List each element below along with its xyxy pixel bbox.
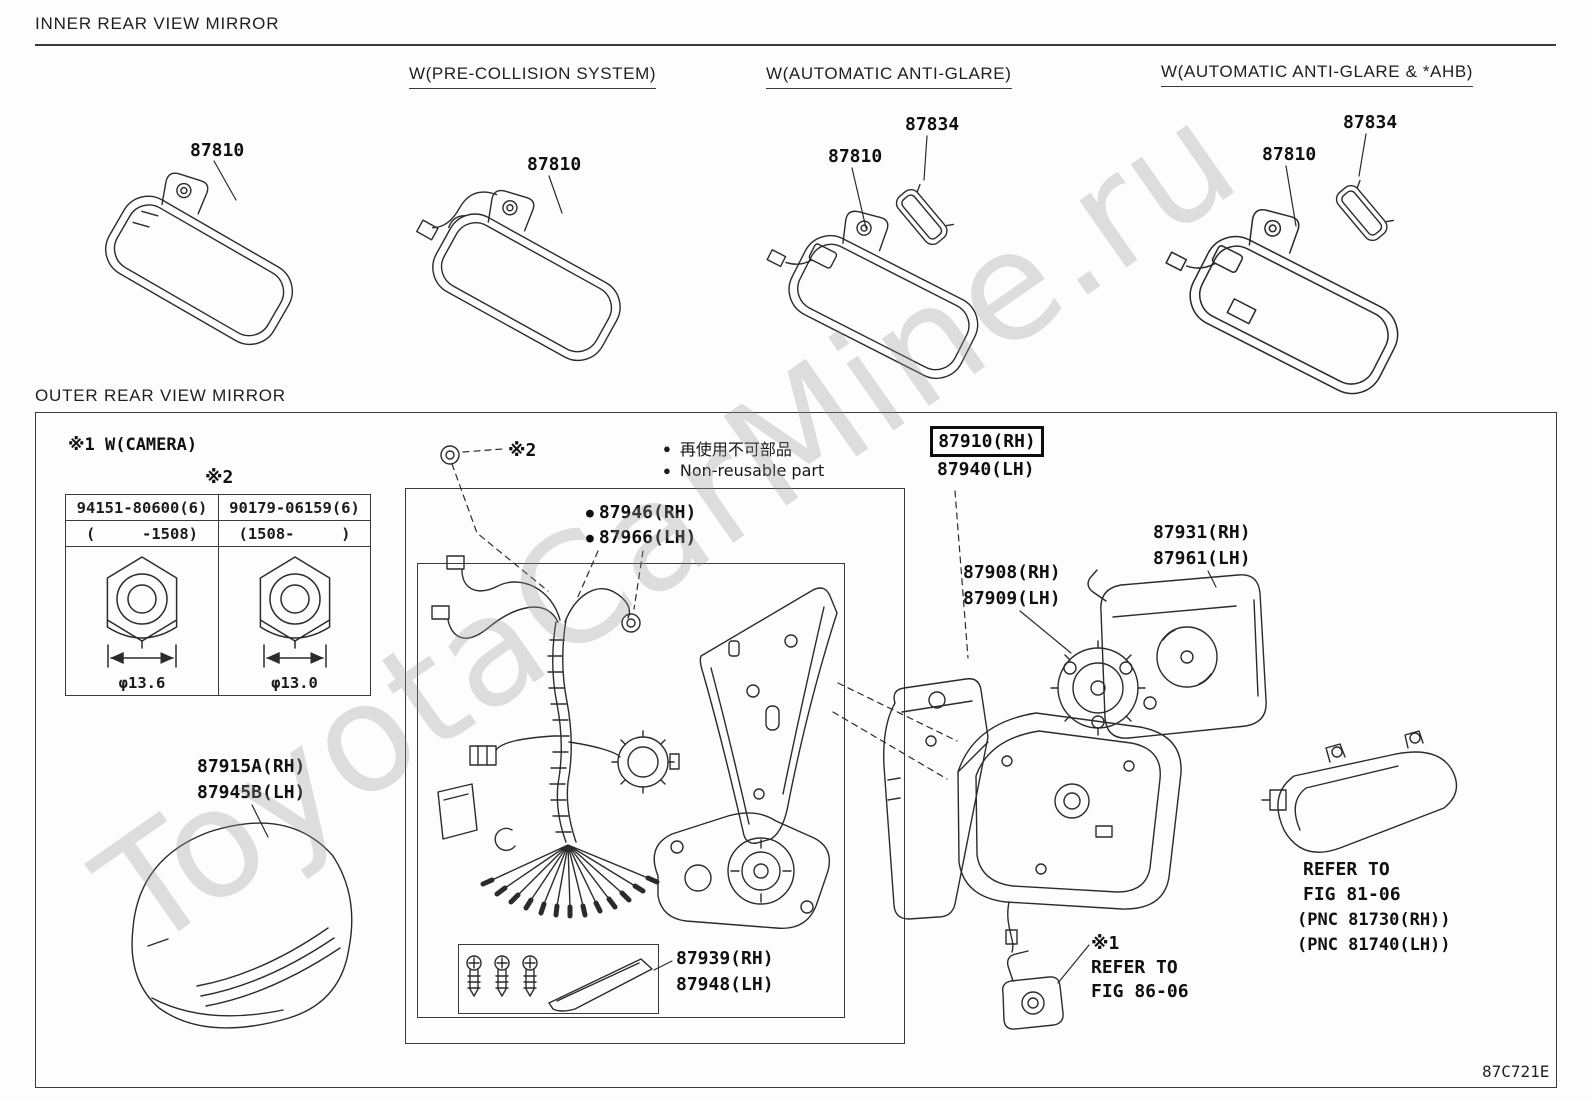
camera-option-note: ※1 W(CAMERA) — [68, 435, 198, 455]
non-reusable-dot: ● — [663, 440, 671, 456]
mirror-sensor-cover-ahb-drawing — [1332, 176, 1397, 245]
variant-antiglare-ahb-heading: W(AUTOMATIC ANTI-GLARE & *AHB) — [1161, 62, 1474, 87]
part-callout-plate-lh[interactable]: 87948(LH) — [676, 974, 774, 995]
signal-refer-line2: FIG 81-06 — [1303, 884, 1401, 905]
nut-drawing — [106, 556, 178, 668]
inner-section-rule — [35, 44, 1556, 46]
part-callout-plate-rh[interactable]: 87939(RH) — [676, 948, 774, 969]
part-callout-inner-mirror-basic[interactable]: 87810 — [190, 140, 245, 161]
fastener-diameter: φ13.0 — [271, 674, 318, 692]
fastener-production-range: (1508- ) — [219, 521, 370, 547]
camera-refer-line2: FIG 86-06 — [1091, 981, 1189, 1002]
part-callout-glass-lh[interactable]: 87961(LH) — [1153, 548, 1251, 569]
legend-non-reusable-jp: ● 再使用不可部品 — [663, 436, 792, 460]
screw-kit-frame — [458, 944, 659, 1014]
part-callout-harness-rh[interactable]: ● 87946(RH) — [586, 502, 697, 524]
fastener-table-mark: ※2 — [205, 467, 234, 488]
inner-mirror-ahb-drawing — [1165, 200, 1409, 405]
inner-mirror-basic-drawing — [94, 164, 304, 356]
part-callout-mirror-cover-antiglare[interactable]: 87834 — [905, 114, 960, 135]
part-callout-inner-mirror-precollision[interactable]: 87810 — [527, 154, 582, 175]
mirror-sensor-cover-antiglare-drawing — [892, 180, 957, 249]
part-callout-inner-mirror-antiglare[interactable]: 87810 — [828, 146, 883, 167]
fastener-nut-cell: φ13.6 — [66, 547, 218, 695]
fastener-part-number[interactable]: 90179-06159(6) — [219, 495, 370, 521]
variant-precollision-heading: W(PRE-COLLISION SYSTEM) — [409, 64, 657, 89]
inner-section-title: INNER REAR VIEW MIRROR — [35, 14, 280, 33]
signal-refer-line1: REFER TO — [1303, 859, 1390, 880]
fastener-diameter: φ13.6 — [118, 674, 166, 692]
diagram-code: 87C721E — [1482, 1062, 1550, 1081]
fastener-table: 94151-80600(6) ( -1508) — [65, 494, 371, 696]
fastener-nut-cell: φ13.0 — [219, 547, 370, 695]
legend-text-jp: 再使用不可部品 — [679, 440, 792, 459]
outer-section-frame — [35, 412, 1557, 1088]
fastener-column-late: 90179-06159(6) (1508- ) — [218, 495, 370, 695]
inner-mirror-antiglare-drawing — [766, 202, 988, 389]
legend-text-en: Non-reusable part — [679, 461, 825, 480]
fastener-column-early: 94151-80600(6) ( -1508) — [66, 495, 218, 695]
inner-mirror-precollision-drawing — [416, 181, 631, 372]
nut-drawing — [259, 556, 331, 668]
part-callout-actuator-lh[interactable]: 87909(LH) — [963, 588, 1061, 609]
camera-mark: ※1 — [1091, 933, 1120, 954]
camera-refer-line1: REFER TO — [1091, 957, 1178, 978]
signal-pnc-lh[interactable]: (PNC 81740(LH)) — [1297, 935, 1451, 955]
detail-inner-frame — [417, 563, 845, 1018]
non-reusable-dot: ● — [586, 530, 594, 546]
part-callout-cover-rh[interactable]: 87915A(RH) — [197, 756, 306, 777]
part-callout-mirror-cover-ahb[interactable]: 87834 — [1343, 112, 1398, 133]
harness-lh-number: 87966(LH) — [598, 527, 697, 548]
part-callout-inner-mirror-ahb[interactable]: 87810 — [1262, 144, 1317, 165]
screw-mark: ※2 — [508, 440, 537, 461]
fastener-production-range: ( -1508) — [66, 521, 218, 547]
non-reusable-dot: ● — [663, 463, 671, 478]
non-reusable-dot: ● — [586, 505, 594, 521]
part-callout-harness-lh[interactable]: ● 87966(LH) — [586, 527, 697, 549]
outer-section-title: OUTER REAR VIEW MIRROR — [35, 386, 286, 405]
variant-antiglare-heading: W(AUTOMATIC ANTI-GLARE) — [766, 64, 1012, 89]
harness-rh-number: 87946(RH) — [598, 502, 697, 523]
part-callout-glass-rh[interactable]: 87931(RH) — [1153, 522, 1251, 543]
part-callout-actuator-rh[interactable]: 87908(RH) — [963, 562, 1061, 583]
part-callout-cover-lh[interactable]: 87945B(LH) — [197, 782, 306, 803]
part-callout-mirror-assy-lh[interactable]: 87940(LH) — [937, 459, 1035, 480]
fastener-part-number[interactable]: 94151-80600(6) — [66, 495, 218, 521]
part-callout-mirror-assy-rh-selected[interactable]: 87910(RH) — [930, 426, 1044, 457]
signal-pnc-rh[interactable]: (PNC 81730(RH)) — [1297, 910, 1451, 930]
legend-non-reusable-en: ● Non-reusable part — [663, 461, 824, 480]
